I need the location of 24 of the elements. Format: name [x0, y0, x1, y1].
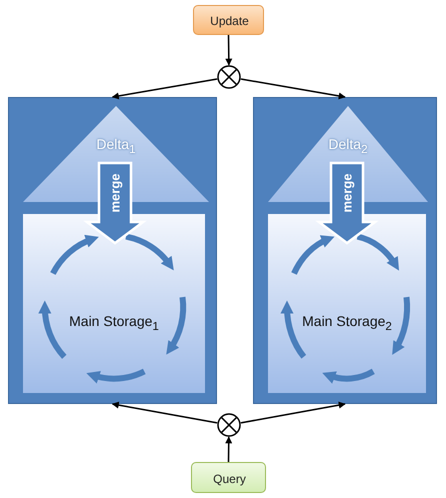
process-box — [193, 5, 264, 35]
arrow — [240, 78, 346, 100]
storage-box — [23, 214, 205, 393]
arrow — [225, 436, 232, 462]
node-label: Update — [210, 14, 249, 28]
node-label: Delta$_{2}$ — [328, 136, 368, 156]
edge-label: merge — [340, 172, 354, 212]
block-arrow — [315, 162, 379, 245]
arrow — [112, 78, 218, 100]
junction-circle — [217, 65, 241, 89]
node-label: Query — [213, 472, 246, 486]
storage-panel — [253, 97, 437, 404]
process-box — [191, 462, 266, 493]
node-label: Main Storage$_{2}$ — [302, 313, 392, 334]
junction-circle — [217, 413, 241, 437]
edge-label: merge — [108, 172, 122, 212]
arrow — [112, 402, 218, 424]
node-label: Main Storage$_{1}$ — [69, 313, 159, 334]
arrow — [240, 402, 346, 424]
storage-box — [268, 214, 426, 393]
storage-panel — [8, 97, 217, 404]
node-label: Delta$_{1}$ — [96, 136, 136, 156]
block-arrow — [83, 162, 147, 245]
arrow — [225, 34, 232, 66]
